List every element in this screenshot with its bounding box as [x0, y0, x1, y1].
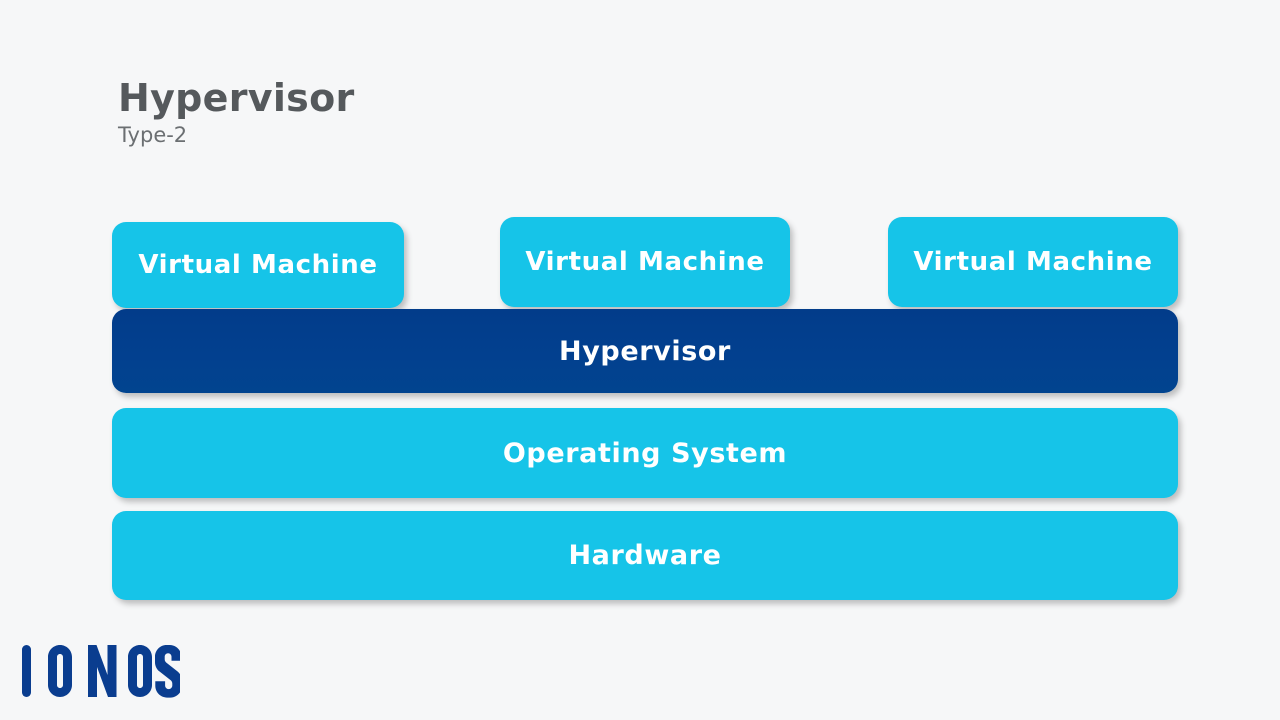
- hypervisor-layer-bar: Hypervisor: [112, 309, 1178, 393]
- operating-system-layer-label: Operating System: [502, 437, 788, 469]
- virtual-machine-label-3: Virtual Machine: [913, 247, 1153, 277]
- virtual-machine-box-3: Virtual Machine: [888, 217, 1178, 307]
- ionos-logo-icon: [22, 645, 180, 698]
- ionos-logo: [20, 643, 180, 699]
- virtual-machine-label-2: Virtual Machine: [525, 247, 765, 277]
- virtual-machine-box-1: Virtual Machine: [112, 222, 404, 308]
- hypervisor-stack-diagram: Virtual Machine Virtual Machine Virtual …: [112, 217, 1178, 600]
- hypervisor-layer-label: Hypervisor: [559, 335, 731, 367]
- operating-system-layer-bar: Operating System: [112, 408, 1178, 498]
- page-title: Hypervisor: [118, 76, 355, 120]
- virtual-machine-label-1: Virtual Machine: [138, 250, 378, 280]
- hardware-layer-label: Hardware: [568, 540, 722, 571]
- virtual-machine-row: Virtual Machine Virtual Machine Virtual …: [112, 217, 1178, 308]
- page-subtitle: Type-2: [118, 122, 188, 147]
- virtual-machine-box-2: Virtual Machine: [500, 217, 790, 307]
- heading-block: Hypervisor Type-2: [118, 76, 355, 147]
- hardware-layer-bar: Hardware: [112, 511, 1178, 600]
